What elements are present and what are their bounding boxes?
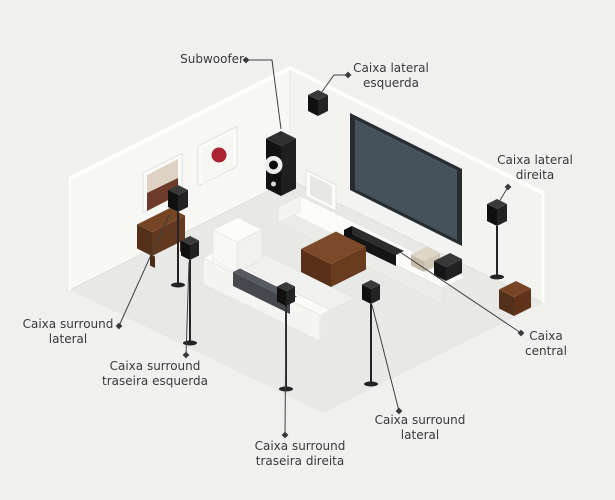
sofa-chaise (212, 217, 263, 273)
leaning-picture (305, 169, 337, 212)
subwoofer-port (271, 181, 276, 187)
label-caixa-surround-traseira-direita: Caixa surround traseira direita (254, 439, 346, 468)
label-caixa-surround-lateral-left: Caixa surround lateral (22, 317, 114, 346)
speaker-surround-traseira-direita (277, 282, 295, 392)
speaker-lateral-direita (487, 199, 507, 280)
label-caixa-lateral-esquerda: Caixa lateral esquerda (353, 61, 429, 90)
label-caixa-central: Caixa central (525, 329, 567, 358)
stool (499, 281, 531, 316)
label-caixa-lateral-direita: Caixa lateral direita (497, 153, 573, 182)
wall-art-frame-red-circle (197, 125, 238, 187)
speaker-surround-lateral-right (362, 280, 380, 387)
leader-central (399, 251, 522, 334)
leader-lines (118, 59, 522, 436)
tv (350, 113, 462, 246)
speaker-lateral-esquerda (308, 90, 328, 116)
speaker-surround-traseira-esquerda (181, 236, 199, 346)
leader-subwoofer (246, 59, 282, 130)
label-caixa-surround-lateral-right: Caixa surround lateral (374, 413, 466, 442)
leader-surround-lateral-left (118, 214, 170, 327)
label-subwoofer: Subwoofer (180, 52, 244, 66)
sofa-end (320, 310, 330, 341)
label-caixa-surround-traseira-esquerda: Caixa surround traseira esquerda (102, 359, 208, 388)
wall-top-rim (69, 65, 544, 195)
tv-screen (355, 119, 457, 240)
leader-surround-lateral-right (371, 304, 400, 412)
speaker-surround-lateral-left (168, 185, 188, 288)
coffee-table (301, 231, 366, 287)
leader-traseira-direita (284, 306, 287, 436)
leader-lateral-direita (498, 186, 509, 203)
subwoofer (264, 131, 296, 196)
decor-dark-box (434, 253, 462, 281)
sofa (202, 217, 355, 342)
center-speaker-soundbar (344, 226, 404, 266)
leader-traseira-esquerda (185, 261, 190, 356)
leader-lateral-esquerda (320, 74, 348, 94)
